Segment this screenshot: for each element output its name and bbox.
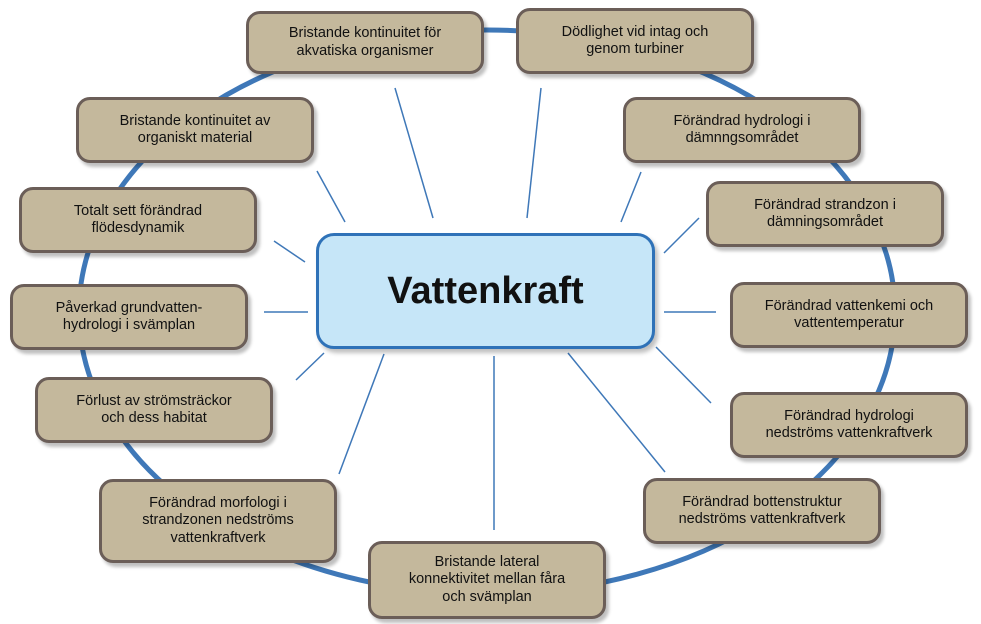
node-label: Förändrad hydrologi i dämnngsområdet xyxy=(673,112,811,146)
spoke-line xyxy=(526,87,542,219)
spoke-line xyxy=(394,87,434,219)
center-title: Vattenkraft xyxy=(387,269,584,312)
node-label: Totalt sett förändrad flödesdynamik xyxy=(73,202,203,236)
node-groundwater-floodplain: Påverkad grundvatten- hydrologi i svämpl… xyxy=(10,284,248,350)
node-label: Förändrad hydrologi nedströms vattenkraf… xyxy=(765,407,933,441)
center-node: Vattenkraft xyxy=(316,233,655,349)
spoke-line xyxy=(273,240,306,263)
spoke-line xyxy=(663,217,700,254)
spoke-line xyxy=(655,346,712,404)
node-morphology-shoreline: Förändrad morfologi i strandzonen nedstr… xyxy=(99,479,337,563)
node-label: Bristande kontinuitet för akvatiska orga… xyxy=(288,25,442,59)
node-label: Förändrad bottenstruktur nedströms vatte… xyxy=(678,493,846,527)
spoke-lines xyxy=(264,87,716,530)
node-label: Förlust av strömsträckor och dess habita… xyxy=(76,392,232,426)
node-shoreline-reservoir: Förändrad strandzon i dämningsområdet xyxy=(706,181,944,247)
node-water-chemistry: Förändrad vattenkemi och vattentemperatu… xyxy=(730,282,968,348)
spoke-line xyxy=(316,170,346,223)
node-continuity-aquatic: Bristande kontinuitet för akvatiska orga… xyxy=(246,11,484,74)
spoke-line xyxy=(620,171,642,223)
node-label: Bristande kontinuitet av organiskt mater… xyxy=(119,112,271,146)
spoke-line xyxy=(295,352,325,381)
node-organic-material: Bristande kontinuitet av organiskt mater… xyxy=(76,97,314,163)
node-flow-dynamics: Totalt sett förändrad flödesdynamik xyxy=(19,187,257,253)
spoke-line xyxy=(567,352,666,473)
node-loss-of-rapids: Förlust av strömsträckor och dess habita… xyxy=(35,377,273,443)
node-bottom-structure: Förändrad bottenstruktur nedströms vatte… xyxy=(643,478,881,544)
node-hydrology-downstream: Förändrad hydrologi nedströms vattenkraf… xyxy=(730,392,968,458)
node-turbine-mortality: Dödlighet vid intag och genom turbiner xyxy=(516,8,754,74)
node-label: Förändrad strandzon i dämningsområdet xyxy=(754,196,896,230)
node-lateral-connectivity: Bristande lateral konnektivitet mellan f… xyxy=(368,541,606,619)
node-label: Förändrad vattenkemi och vattentemperatu… xyxy=(764,297,934,331)
node-label: Påverkad grundvatten- hydrologi i svämpl… xyxy=(55,299,203,333)
node-label: Förändrad morfologi i strandzonen nedstr… xyxy=(142,494,294,546)
spoke-line xyxy=(338,353,385,475)
node-label: Bristande lateral konnektivitet mellan f… xyxy=(408,553,566,605)
node-hydrology-reservoir: Förändrad hydrologi i dämnngsområdet xyxy=(623,97,861,163)
node-label: Dödlighet vid intag och genom turbiner xyxy=(561,23,709,57)
